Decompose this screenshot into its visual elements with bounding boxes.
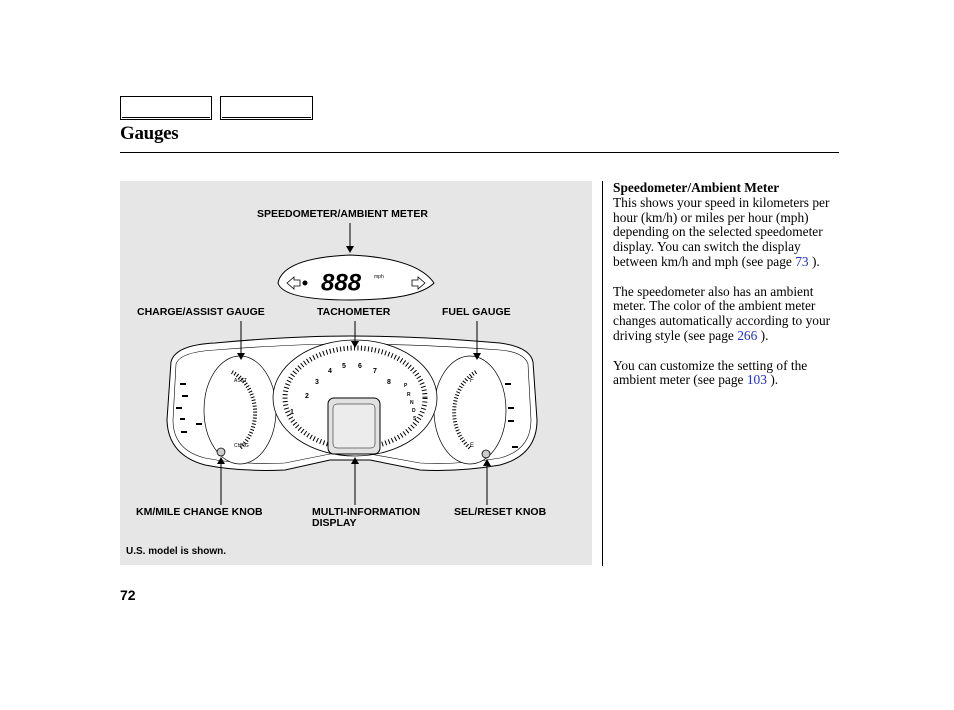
ambient-indicator-icon (302, 280, 308, 286)
callout-fuel-gauge: FUEL GAUGE (442, 306, 511, 318)
svg-text:8: 8 (387, 379, 391, 386)
sel-reset-knob[interactable] (481, 449, 491, 459)
tachometer-numbers: 1 2 3 4 5 6 7 8 (290, 363, 391, 416)
callout-mid-line2: DISPLAY (312, 517, 357, 529)
callout-speedometer-ambient-meter: SPEEDOMETER/AMBIENT METER (257, 208, 428, 220)
svg-text:R: R (407, 392, 411, 398)
gauge-cluster: ASST CHRG F E 1 2 3 4 5 6 7 8 P R N D S (166, 335, 538, 471)
svg-text:P: P (404, 383, 408, 389)
gear-indicator: P R N D S (404, 383, 417, 422)
svg-text:5: 5 (342, 363, 346, 370)
right-arrow-icon (411, 276, 426, 290)
page-link-103[interactable]: 103 (746, 372, 767, 388)
paragraph-customize: You can customize the setting of the amb… (613, 357, 843, 389)
next-page-button[interactable] (220, 96, 313, 120)
svg-text:N: N (410, 400, 414, 406)
speed-unit: mph (374, 274, 384, 280)
paragraph-end: ). (811, 253, 820, 269)
paragraph-end: ). (770, 372, 779, 388)
fuel-empty-label: E (470, 443, 474, 449)
assist-label: ASST (234, 378, 247, 384)
paragraph-text: You can customize the setting of the amb… (613, 357, 808, 388)
speedometer-display: 888 mph (277, 254, 435, 301)
svg-text:6: 6 (358, 363, 362, 370)
svg-text:3: 3 (315, 379, 319, 386)
page-number: 72 (120, 587, 136, 603)
callout-multi-information-display: MULTI-INFORMATION DISPLAY (312, 507, 420, 529)
callout-leaders (217, 223, 491, 505)
charge-label: CHRG (234, 443, 249, 449)
figure-note: U.S. model is shown. (126, 546, 227, 557)
body-text: Speedometer/Ambient Meter This shows you… (613, 180, 843, 403)
paragraph-speedometer: This shows your speed in kilometers per … (613, 194, 843, 270)
svg-text:S: S (413, 416, 417, 422)
previous-page-button[interactable] (120, 96, 212, 120)
fuel-full-label: F (470, 378, 474, 384)
instrument-panel-illustration: 888 mph ASST CHRG F E 1 2 3 4 5 6 7 8 (166, 223, 538, 505)
page-link-266[interactable]: 266 (737, 327, 758, 343)
svg-text:1: 1 (290, 409, 294, 416)
svg-text:4: 4 (328, 368, 332, 375)
svg-text:7: 7 (373, 368, 377, 375)
paragraph-ambient-meter: The speedometer also has an ambient mete… (613, 283, 843, 344)
speed-readout: 888 (321, 269, 362, 296)
svg-text:2: 2 (305, 393, 309, 400)
paragraph-text: The speedometer also has an ambient mete… (613, 283, 831, 343)
paragraph-end: ). (760, 327, 769, 343)
paragraph-text: This shows your speed in kilometers per … (613, 194, 830, 269)
callout-sel-reset-knob: SEL/RESET KNOB (454, 506, 547, 518)
section-heading: Speedometer/Ambient Meter (613, 180, 780, 195)
page-link-73[interactable]: 73 (795, 253, 809, 269)
title-divider (120, 152, 839, 153)
left-arrow-icon (286, 276, 301, 290)
callout-tachometer: TACHOMETER (317, 306, 391, 318)
column-divider (602, 181, 603, 566)
km-mile-change-knob[interactable] (216, 447, 226, 457)
svg-text:D: D (412, 408, 416, 414)
callout-km-mile-change-knob: KM/MILE CHANGE KNOB (136, 506, 263, 518)
callout-charge-assist-gauge: CHARGE/ASSIST GAUGE (137, 306, 265, 318)
warning-indicator-icons (176, 383, 518, 448)
page-title: Gauges (120, 123, 179, 144)
callout-mid-line1: MULTI-INFORMATION (312, 506, 421, 518)
